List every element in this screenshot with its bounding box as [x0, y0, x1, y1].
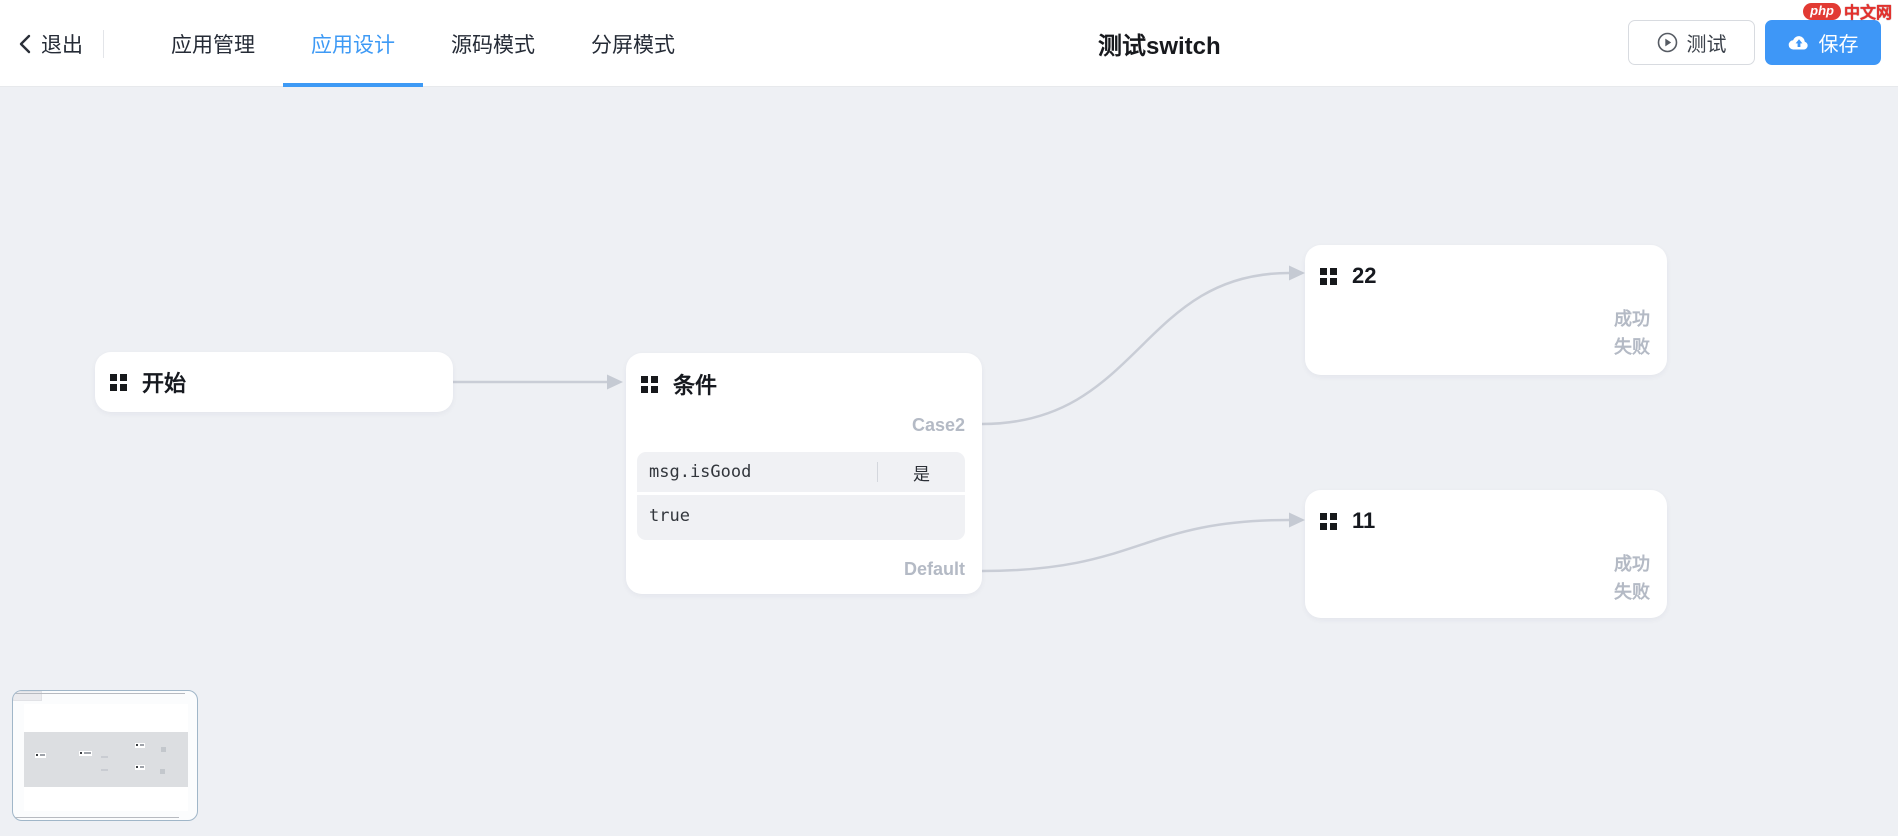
arrowhead-icon [1289, 265, 1305, 281]
condition-table: msg.isGood 是 true [637, 452, 965, 540]
exit-button[interactable]: 退出 [18, 0, 83, 87]
node-title: 开始 [142, 371, 187, 396]
condition-row: true [637, 495, 965, 537]
page-title: 测试switch [1098, 33, 1221, 60]
divider [103, 30, 104, 58]
node-title: 11 [1352, 508, 1376, 533]
node-grip-icon [110, 373, 127, 391]
port-default[interactable]: Default [903, 559, 965, 579]
save-button[interactable]: 保存 [1765, 20, 1881, 65]
chevron-left-icon [19, 34, 31, 53]
save-button-label: 保存 [1818, 34, 1859, 56]
node-ports: 成功 失败 [1614, 550, 1650, 606]
tab-label: 源码模式 [451, 33, 535, 57]
flow-node-start[interactable]: 开始 [95, 352, 453, 412]
arrowhead-icon [1289, 512, 1305, 528]
header-actions: 测试 保存 [1628, 20, 1881, 65]
tab-source-mode[interactable]: 源码模式 [423, 0, 563, 87]
cloud-upload-icon [1788, 36, 1808, 50]
port-failure[interactable]: 失败 [1614, 337, 1650, 357]
port-success[interactable]: 成功 [1614, 554, 1650, 574]
port-case2[interactable]: Case2 [911, 415, 965, 435]
minimap-condition-table [13, 691, 42, 701]
minimap-label-mark [160, 769, 165, 774]
test-button[interactable]: 测试 [1628, 20, 1755, 65]
tab-label: 分屏模式 [591, 33, 675, 57]
minimap-label-mark [161, 747, 166, 752]
exit-label: 退出 [41, 33, 83, 57]
arrowhead-icon [607, 374, 623, 390]
flow-node-22[interactable]: 22 成功 失败 [1305, 245, 1667, 375]
minimap-node-11 [135, 765, 145, 770]
minimap[interactable] [12, 690, 198, 821]
port-success[interactable]: 成功 [1614, 309, 1650, 329]
flow-canvas[interactable]: 开始 条件 Case2 msg.isGood 是 true Default 22 [0, 87, 1898, 836]
tab-app-design[interactable]: 应用设计 [283, 0, 423, 87]
condition-operator: 是 [913, 464, 930, 484]
condition-value: true [649, 506, 690, 526]
node-title: 条件 [673, 373, 718, 398]
minimap-node-22 [135, 743, 145, 748]
node-title: 22 [1352, 263, 1377, 288]
minimap-port-mark [101, 756, 108, 758]
flow-edges [453, 265, 1305, 573]
play-circle-icon [1657, 32, 1677, 53]
node-ports: 成功 失败 [1614, 305, 1650, 361]
tab-label: 应用设计 [311, 33, 395, 57]
port-failure[interactable]: 失败 [1614, 582, 1650, 602]
test-button-label: 测试 [1686, 34, 1727, 56]
site-logo: php 中文网 [1803, 1, 1892, 22]
divider [877, 462, 878, 482]
flow-node-condition[interactable]: 条件 Case2 msg.isGood 是 true Default [626, 353, 982, 594]
minimap-viewport [24, 732, 188, 787]
condition-row: msg.isGood 是 [637, 452, 965, 495]
php-logo-badge: php [1803, 2, 1841, 20]
tab-label: 应用管理 [171, 33, 255, 57]
condition-expression: msg.isGood [649, 462, 752, 482]
php-logo-text: 中文网 [1843, 5, 1892, 22]
minimap-node-start [35, 753, 46, 758]
mode-tabs: 应用管理 应用设计 源码模式 分屏模式 [143, 0, 703, 87]
tab-app-management[interactable]: 应用管理 [143, 0, 283, 87]
minimap-port-mark [101, 769, 108, 771]
top-toolbar: 退出 应用管理 应用设计 源码模式 分屏模式 测试switch 测试 保存 ph… [0, 0, 1898, 87]
node-grip-icon [1320, 512, 1337, 530]
minimap-node-condition [79, 751, 92, 756]
node-grip-icon [641, 375, 658, 393]
flow-node-11[interactable]: 11 成功 失败 [1305, 490, 1667, 618]
node-grip-icon [1320, 267, 1337, 285]
tab-split-mode[interactable]: 分屏模式 [563, 0, 703, 87]
